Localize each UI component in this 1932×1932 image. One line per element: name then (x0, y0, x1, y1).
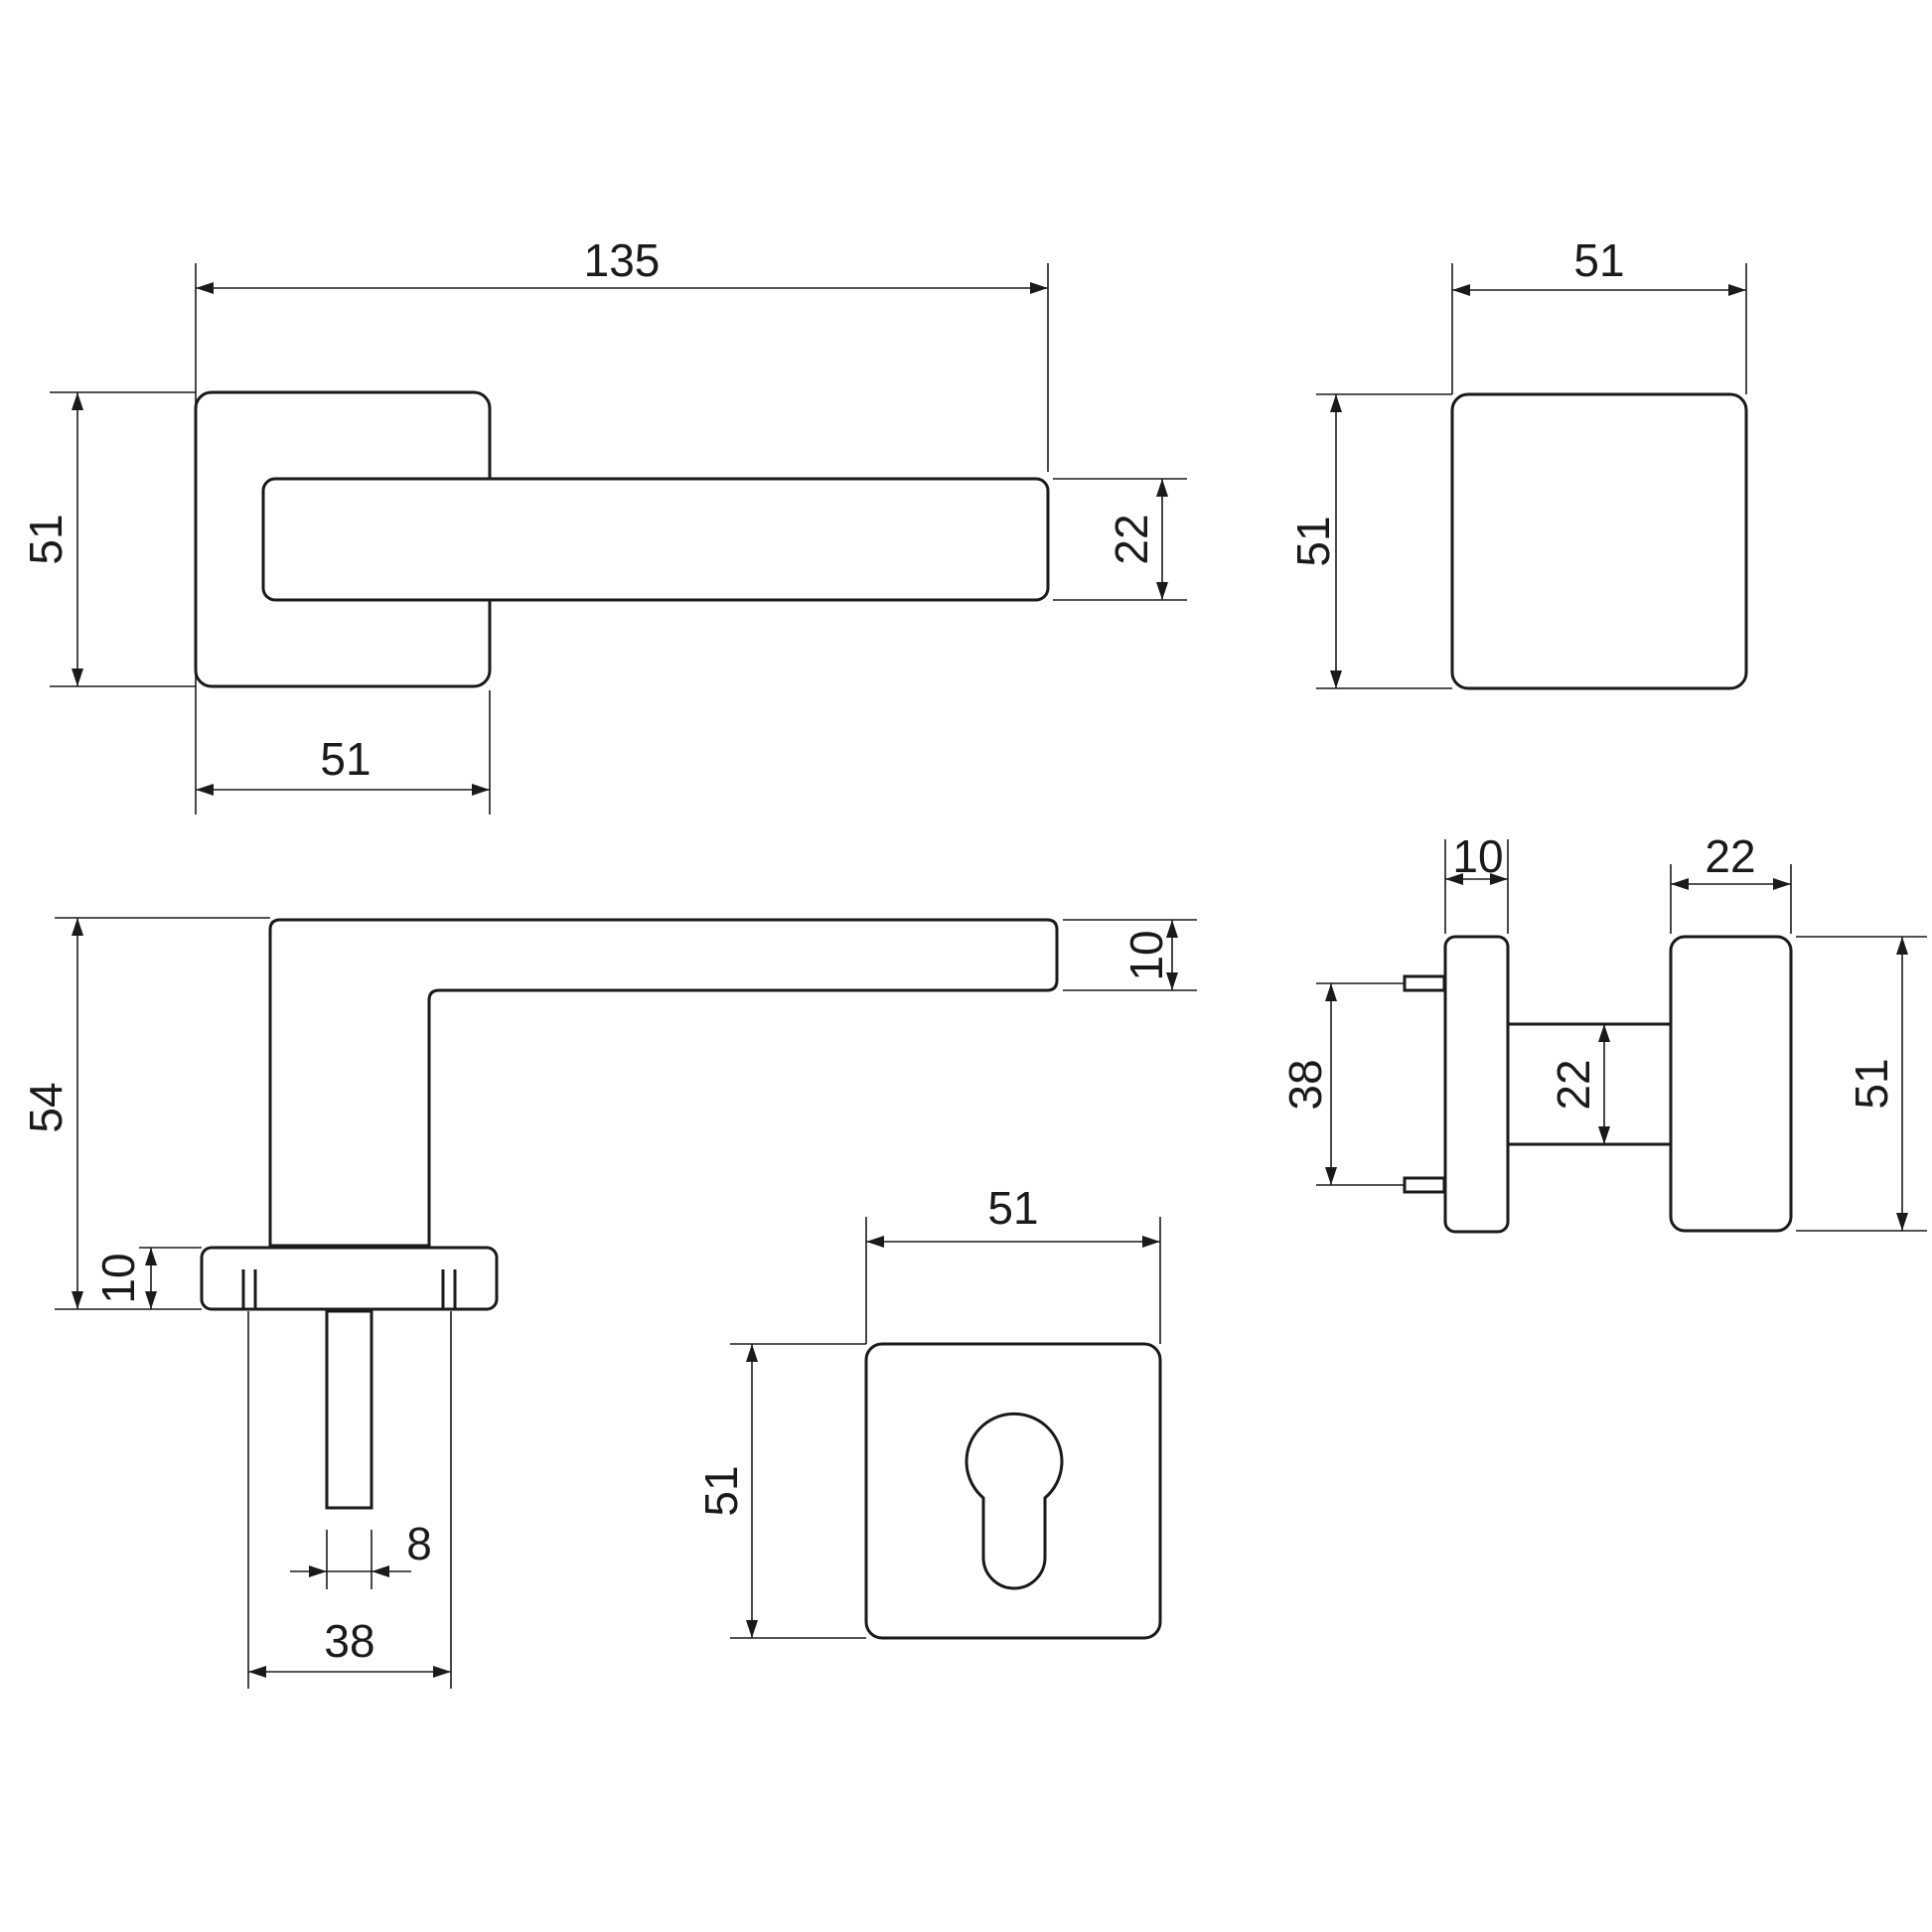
dim-knob-side-neck: 22 (1548, 1059, 1599, 1110)
lever-front-view: 135 51 51 22 (20, 234, 1187, 815)
lever-side-rose (200, 1246, 499, 1311)
lever-grip (261, 477, 1050, 602)
fixing-pin-top (1403, 974, 1446, 992)
dim-knob-side-rose: 10 (1452, 830, 1503, 882)
dim-lever-side-height: 54 (20, 1082, 72, 1132)
dim-lever-rose-width: 51 (320, 733, 371, 785)
dim-escutcheon-width: 51 (987, 1182, 1038, 1234)
knob-front-view: 51 51 (1287, 234, 1748, 690)
dim-knob-face-width: 51 (1573, 234, 1624, 286)
knob-side-rose (1443, 935, 1510, 1234)
dim-lever-length: 135 (584, 234, 661, 286)
knob-face (1450, 392, 1748, 690)
fixing-pin-bottom (1403, 1176, 1446, 1194)
lever-side-view: 54 10 10 8 38 (20, 917, 1197, 1689)
dim-knob-side-height: 51 (1846, 1058, 1897, 1109)
dim-lever-side-rose: 10 (92, 1253, 144, 1303)
escutcheon-view: 51 51 (695, 1182, 1162, 1640)
dim-knob-side-fixing: 38 (1279, 1059, 1331, 1110)
spindle (325, 1309, 373, 1510)
dim-knob-face-height: 51 (1287, 516, 1339, 566)
knob-side-view: 10 22 38 22 51 (1279, 830, 1927, 1234)
dim-lever-side-tip: 10 (1120, 930, 1172, 980)
lever-side-profile (268, 918, 1059, 1248)
knob-neck (1506, 1022, 1673, 1146)
knob-side-body (1669, 935, 1793, 1233)
dim-lever-rose-height: 51 (20, 514, 72, 564)
dim-lever-grip-height: 22 (1106, 514, 1157, 564)
keyhole-cylinder (965, 1412, 1064, 1590)
dim-spindle: 8 (406, 1518, 432, 1569)
dim-knob-side-depth: 22 (1705, 830, 1755, 882)
dim-rose-fixing-spacing: 38 (324, 1615, 374, 1667)
dim-escutcheon-height: 51 (695, 1465, 747, 1516)
